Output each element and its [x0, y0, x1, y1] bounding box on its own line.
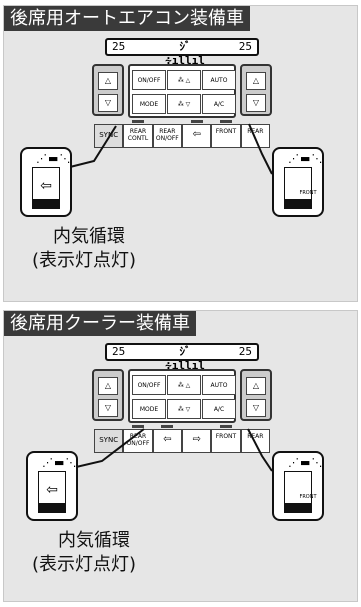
section-cooler: 後席用クーラー装備車 25 ｼﾞ∻ıllıl 25 △ ▽ ON/OFF ⁂ △… — [3, 310, 358, 602]
section-heading: 後席用オートエアコン装備車 — [4, 6, 250, 31]
sync-button[interactable]: SYNC — [94, 429, 124, 453]
right-temp-control[interactable]: △ ▽ — [240, 369, 272, 421]
car-recirc-icon: ⇦ — [40, 178, 52, 194]
right-temp: 25 — [238, 40, 252, 53]
auto-button[interactable]: AUTO — [202, 70, 236, 90]
fan-down-button[interactable]: ⁂ ▽ — [167, 399, 201, 419]
ac-button[interactable]: A/C — [202, 399, 236, 419]
recirculation-button[interactable]: ⇦ — [181, 120, 212, 148]
recirc-button-zoom: ⇦ — [32, 167, 60, 205]
right-temp: 25 — [238, 345, 252, 358]
bottom-button-row: SYNC REAR CONTL REAR ON/OFF ⇦ FRONT REAR — [94, 120, 270, 148]
front-defog-callout: ⋰▬⋱ FRONT — [272, 147, 324, 217]
mode-button[interactable]: MODE — [132, 94, 166, 114]
temp-up-button[interactable]: △ — [98, 72, 118, 90]
auto-button[interactable]: AUTO — [202, 375, 236, 395]
temp-down-button-right[interactable]: ▽ — [246, 94, 266, 112]
recirc-label-2: (表示灯点灯) — [31, 250, 137, 271]
front-label: FRONT — [299, 190, 317, 196]
recirc-button-zoom: ⇦ — [38, 471, 66, 509]
recirc-label-1: 内気循環 — [58, 530, 130, 551]
left-temp-control[interactable]: △ ▽ — [92, 369, 124, 421]
right-temp-control[interactable]: △ ▽ — [240, 64, 272, 116]
recirc-label-1: 内気循環 — [53, 226, 125, 247]
recirculation-callout: ⋰▬⋱ ⇦ — [26, 451, 78, 521]
indicator-rays-icon: ⋰▬⋱ — [288, 152, 324, 165]
front-defog-callout: ⋰▬⋱ FRONT — [272, 451, 324, 521]
car-recirc-icon: ⇦ — [163, 434, 172, 445]
recirc-label-2: (表示灯点灯) — [31, 554, 137, 575]
fresh-air-button[interactable]: ⇨ — [181, 429, 212, 453]
center-controls: ON/OFF ⁂ △ AUTO MODE ⁂ ▽ A/C — [128, 64, 236, 118]
fan-up-button[interactable]: ⁂ △ — [167, 70, 201, 90]
car-recirc-icon: ⇦ — [192, 129, 201, 140]
fan-down-button[interactable]: ⁂ ▽ — [167, 94, 201, 114]
indicator-rays-icon: ⋰▬⋱ — [36, 152, 72, 165]
rear-defog-button[interactable]: REAR — [240, 429, 270, 453]
front-label: FRONT — [299, 494, 317, 500]
front-defog-zoom: FRONT — [284, 471, 317, 509]
temp-up-button-right[interactable]: △ — [246, 72, 266, 90]
climate-panel: 25 ｼﾞ∻ıllıl 25 △ ▽ ON/OFF ⁂ △ AUTO MODE … — [88, 343, 276, 453]
section-heading: 後席用クーラー装備車 — [4, 311, 196, 336]
temp-up-button-right[interactable]: △ — [246, 377, 266, 395]
indicator-rays-icon: ⋰▬⋱ — [288, 456, 324, 469]
temp-down-button[interactable]: ▽ — [98, 399, 118, 417]
front-defog-button[interactable]: FRONT — [211, 120, 241, 148]
temp-up-button[interactable]: △ — [98, 377, 118, 395]
car-recirc-icon: ⇦ — [46, 482, 58, 498]
indicator-rays-icon: ⋰▬⋱ — [42, 456, 78, 469]
fan-level-icon: ｼﾞ∻ıllıl — [165, 345, 205, 372]
rear-defog-button[interactable]: REAR — [240, 124, 270, 148]
temperature-display: 25 ｼﾞ∻ıllıl 25 — [105, 343, 259, 372]
section-auto-ac: 後席用オートエアコン装備車 25 ｼﾞ∻ıllıl 25 △ ▽ ON/OFF … — [3, 5, 358, 302]
front-defog-button[interactable]: FRONT — [211, 425, 241, 453]
recirculation-callout: ⋰▬⋱ ⇦ — [20, 147, 72, 217]
ac-button[interactable]: A/C — [202, 94, 236, 114]
left-temp: 25 — [112, 345, 126, 358]
center-controls: ON/OFF ⁂ △ AUTO MODE ⁂ ▽ A/C — [128, 369, 236, 423]
fan-up-button[interactable]: ⁂ △ — [167, 375, 201, 395]
climate-panel: 25 ｼﾞ∻ıllıl 25 △ ▽ ON/OFF ⁂ △ AUTO MODE … — [88, 38, 276, 148]
recirculation-button[interactable]: ⇦ — [152, 425, 182, 453]
fan-onoff-button[interactable]: ON/OFF — [132, 375, 166, 395]
left-temp: 25 — [112, 40, 126, 53]
fan-level-icon: ｼﾞ∻ıllıl — [165, 40, 205, 67]
fan-onoff-button[interactable]: ON/OFF — [132, 70, 166, 90]
temperature-display: 25 ｼﾞ∻ıllıl 25 — [105, 38, 259, 67]
sync-button[interactable]: SYNC — [94, 124, 124, 148]
temp-down-button-right[interactable]: ▽ — [246, 399, 266, 417]
car-fresh-air-icon: ⇨ — [192, 434, 201, 445]
rear-onoff-button[interactable]: REAR ON/OFF — [152, 124, 182, 148]
rear-onoff-button[interactable]: REAR ON/OFF — [123, 425, 153, 453]
bottom-button-row: SYNC REAR ON/OFF ⇦ ⇨ FRONT REAR — [94, 425, 270, 453]
mode-button[interactable]: MODE — [132, 399, 166, 419]
temp-down-button[interactable]: ▽ — [98, 94, 118, 112]
left-temp-control[interactable]: △ ▽ — [92, 64, 124, 116]
rear-contl-button[interactable]: REAR CONTL — [123, 120, 153, 148]
